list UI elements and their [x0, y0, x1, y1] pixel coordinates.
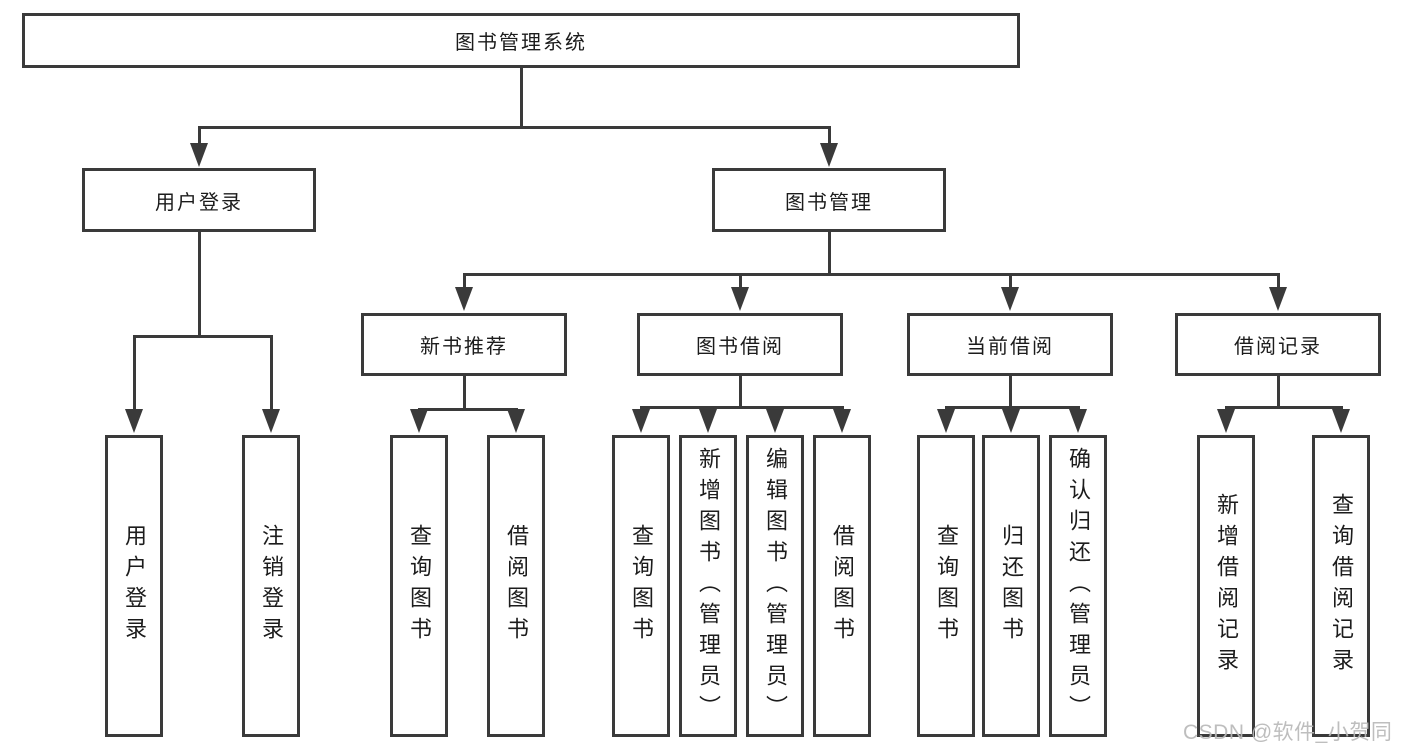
node-new-book-recommend-label: 新书推荐: [420, 336, 508, 358]
connector-arrowhead: [410, 409, 428, 433]
connector-stem: [462, 376, 466, 411]
leaf-add-borrow-record-label: 新增借阅记录: [1214, 493, 1239, 679]
connector-stem: [462, 273, 466, 287]
node-book-management-label: 图书管理: [785, 191, 873, 214]
leaf-confirm-return-admin-label: 确认归还（管理员）: [1066, 446, 1091, 726]
connector-branch: [417, 408, 518, 411]
node-current-borrowing-label: 当前借阅: [966, 336, 1054, 358]
connector-stem: [827, 126, 831, 144]
connector-arrowhead: [1069, 409, 1087, 433]
connector-stem: [1276, 376, 1280, 409]
connector-arrowhead: [1002, 409, 1020, 433]
leaf-edit-books-admin: 编辑图书（管理员）: [746, 435, 804, 737]
connector-arrowhead: [731, 287, 749, 311]
connector-branch: [462, 273, 1280, 276]
node-book-management: 图书管理: [712, 168, 946, 232]
connector-branch: [1224, 406, 1343, 409]
connector-arrowhead: [125, 409, 143, 433]
leaf-user-login: 用户登录: [105, 435, 163, 737]
connector-arrowhead: [1001, 287, 1019, 311]
connector-stem: [269, 335, 273, 410]
leaf-query-books-borrow: 查询图书: [612, 435, 670, 737]
node-new-book-recommend: 新书推荐: [361, 313, 567, 376]
connector-arrowhead: [1269, 287, 1287, 311]
connector-arrowhead: [507, 409, 525, 433]
node-user-login: 用户登录: [82, 168, 316, 232]
node-root-label: 图书管理系统: [455, 32, 587, 54]
node-current-borrowing: 当前借阅: [907, 313, 1113, 376]
leaf-query-books-current: 查询图书: [917, 435, 975, 737]
node-book-borrowing-label: 图书借阅: [696, 336, 784, 358]
connector-arrowhead: [632, 409, 650, 433]
connector-stem: [197, 126, 201, 144]
connector-branch: [639, 406, 844, 409]
connector-stem: [827, 232, 831, 276]
connector-stem: [519, 68, 523, 129]
leaf-confirm-return-admin: 确认归还（管理员）: [1049, 435, 1107, 737]
connector-stem: [738, 273, 742, 287]
connector-arrowhead: [937, 409, 955, 433]
connector-arrowhead: [833, 409, 851, 433]
leaf-user-login-label: 用户登录: [122, 524, 147, 648]
leaf-return-books: 归还图书: [982, 435, 1040, 737]
leaf-query-books-recommend: 查询图书: [390, 435, 448, 737]
connector-arrowhead: [455, 287, 473, 311]
leaf-query-borrow-record-label: 查询借阅记录: [1329, 493, 1354, 679]
connector-arrowhead: [699, 409, 717, 433]
leaf-query-borrow-record: 查询借阅记录: [1312, 435, 1370, 737]
leaf-logout: 注销登录: [242, 435, 300, 737]
connector-stem: [738, 376, 742, 409]
leaf-borrow-books: 借阅图书: [813, 435, 871, 737]
leaf-add-books-admin-label: 新增图书（管理员）: [696, 446, 721, 726]
connector-stem: [1008, 273, 1012, 287]
connector-arrowhead: [190, 143, 208, 167]
connector-stem: [1276, 273, 1280, 287]
watermark: CSDN @软件_小贺同学: [1183, 721, 1393, 744]
node-root: 图书管理系统: [22, 13, 1020, 68]
leaf-query-books-recommend-label: 查询图书: [407, 524, 432, 648]
connector-branch: [197, 126, 831, 129]
leaf-borrow-books-recommend-label: 借阅图书: [504, 524, 529, 648]
connector-arrowhead: [820, 143, 838, 167]
leaf-borrow-books-recommend: 借阅图书: [487, 435, 545, 737]
connector-branch: [132, 335, 273, 338]
connector-stem: [1008, 376, 1012, 409]
leaf-query-books-current-label: 查询图书: [934, 524, 959, 648]
node-book-borrowing: 图书借阅: [637, 313, 843, 376]
leaf-query-books-borrow-label: 查询图书: [629, 524, 654, 648]
leaf-logout-label: 注销登录: [259, 524, 284, 648]
connector-arrowhead: [262, 409, 280, 433]
connector-arrowhead: [1217, 409, 1235, 433]
connector-stem: [197, 232, 201, 338]
node-borrowing-records-label: 借阅记录: [1234, 336, 1322, 358]
leaf-borrow-books-label: 借阅图书: [830, 524, 855, 648]
leaf-add-borrow-record: 新增借阅记录: [1197, 435, 1255, 737]
node-user-login-label: 用户登录: [155, 191, 243, 214]
leaf-return-books-label: 归还图书: [999, 524, 1024, 648]
connector-arrowhead: [766, 409, 784, 433]
connector-stem: [132, 335, 136, 410]
node-borrowing-records: 借阅记录: [1175, 313, 1381, 376]
leaf-add-books-admin: 新增图书（管理员）: [679, 435, 737, 737]
connector-branch: [944, 406, 1080, 409]
connector-arrowhead: [1332, 409, 1350, 433]
leaf-edit-books-admin-label: 编辑图书（管理员）: [763, 446, 788, 726]
